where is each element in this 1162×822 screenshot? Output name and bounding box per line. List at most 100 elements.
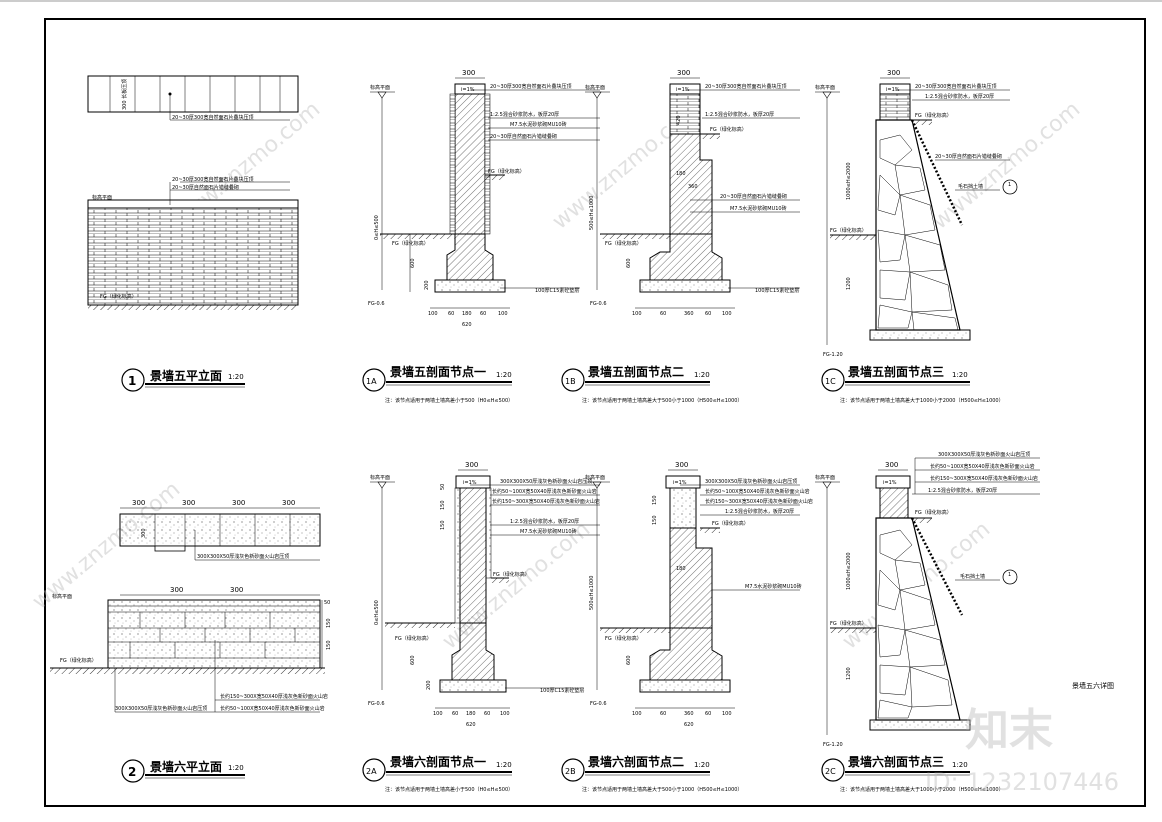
svg-text:20~30厚300宽自然面石片叠块压顶: 20~30厚300宽自然面石片叠块压顶 (490, 83, 571, 90)
svg-text:1:20: 1:20 (952, 371, 968, 379)
svg-text:100: 100 (632, 311, 642, 317)
svg-text:FG（绿化标高）: FG（绿化标高） (915, 112, 952, 119)
detail-badge-2A (362, 758, 386, 782)
svg-text:150: 150 (652, 515, 658, 525)
svg-text:300: 300 (132, 499, 145, 507)
svg-text:1: 1 (128, 374, 136, 388)
svg-text:180: 180 (462, 311, 472, 317)
detail-badge-1B (561, 368, 585, 392)
svg-text:1:2.5混合砂浆防水，板厚20厚: 1:2.5混合砂浆防水，板厚20厚 (490, 111, 559, 118)
svg-text:FG（绿化标高）: FG（绿化标高） (392, 240, 429, 247)
svg-text:1:20: 1:20 (228, 373, 244, 381)
svg-text:300 长板压顶: 300 长板压顶 (121, 79, 128, 110)
svg-text:100厚C15素砼垫层: 100厚C15素砼垫层 (540, 687, 584, 694)
svg-text:20~30厚300宽自然面石片叠块压顶: 20~30厚300宽自然面石片叠块压顶 (172, 114, 253, 121)
svg-text:FG（绿化标高）: FG（绿化标高） (830, 620, 867, 627)
svg-text:20~30厚自然面石片错缝叠砌: 20~30厚自然面石片错缝叠砌 (490, 133, 557, 140)
svg-text:FG（绿化标高）: FG（绿化标高） (605, 240, 642, 247)
svg-text:长约50~100X宽50X40厚浅灰色新砂面火山岩: 长约50~100X宽50X40厚浅灰色新砂面火山岩 (930, 463, 1035, 470)
svg-text:FG-0.6: FG-0.6 (590, 701, 607, 707)
section-2B: 标高平面 500≤H≤1000 300 i=1% 300X300X50厚浅灰色新… (561, 461, 813, 793)
svg-text:60: 60 (660, 311, 666, 317)
svg-text:毛石挡土墙: 毛石挡土墙 (960, 573, 985, 580)
svg-text:100厚C15素砼垫层: 100厚C15素砼垫层 (755, 287, 799, 294)
svg-text:1200: 1200 (846, 277, 852, 290)
svg-text:长约50~100X宽50X40厚浅灰色新砂面火山岩: 长约50~100X宽50X40厚浅灰色新砂面火山岩 (492, 488, 597, 495)
svg-text:20~30厚自然面石片错缝叠砌: 20~30厚自然面石片错缝叠砌 (935, 153, 1002, 160)
svg-text:20~30厚自然面石片错缝叠砌: 20~30厚自然面石片错缝叠砌 (720, 193, 787, 200)
elevation-1: 300 长板压顶 20~30厚300宽自然面石片叠块压顶 20~30厚300宽自… (87, 75, 299, 392)
svg-text:300X300X50厚浅灰色新砂面火山岩压顶: 300X300X50厚浅灰色新砂面火山岩压顶 (197, 553, 289, 560)
svg-text:300: 300 (230, 586, 243, 594)
svg-text:300: 300 (170, 586, 183, 594)
svg-text:FG（绿化标高）: FG（绿化标高） (493, 571, 530, 578)
svg-text:FG-0.6: FG-0.6 (368, 701, 385, 707)
svg-text:标高平面: 标高平面 (92, 194, 112, 201)
svg-text:i=1%: i=1% (463, 480, 477, 486)
detail-badge-2 (121, 759, 145, 783)
svg-text:0≤H≤500: 0≤H≤500 (374, 600, 380, 625)
svg-text:200: 200 (424, 280, 430, 290)
svg-text:注：该节点适用于两墙土墙高差大于500小于1000（H500: 注：该节点适用于两墙土墙高差大于500小于1000（H500≤H≤1000） (582, 786, 742, 793)
svg-text:300: 300 (182, 499, 195, 507)
svg-text:M7.5水泥砂浆砌MU10砖: M7.5水泥砂浆砌MU10砖 (745, 583, 802, 590)
sheet-border (44, 18, 1146, 807)
svg-text:150: 150 (652, 495, 658, 505)
svg-text:360: 360 (684, 311, 694, 317)
svg-text:60: 60 (705, 311, 711, 317)
svg-text:标高平面: 标高平面 (585, 84, 605, 91)
detail-badge-1 (121, 368, 145, 392)
svg-text:100: 100 (498, 311, 508, 317)
svg-text:1:20: 1:20 (694, 371, 710, 379)
svg-text:标高平面: 标高平面 (370, 474, 390, 481)
section-1C: 标高平面 300 i=1% 20~30厚30 (815, 69, 1018, 404)
svg-text:1000≤H≤2000: 1000≤H≤2000 (846, 552, 852, 590)
svg-text:150: 150 (440, 520, 446, 530)
svg-text:2C: 2C (825, 767, 836, 776)
svg-text:100: 100 (433, 711, 443, 717)
svg-text:60: 60 (705, 711, 711, 717)
svg-text:2A: 2A (366, 767, 377, 776)
svg-text:420: 420 (676, 115, 682, 125)
watermark-id: ID: 1232107446 (925, 768, 1119, 796)
svg-text:FG（绿化标高）: FG（绿化标高） (710, 126, 747, 133)
svg-text:300: 300 (887, 69, 900, 77)
svg-text:标高平面: 标高平面 (52, 593, 72, 600)
svg-text:50: 50 (324, 600, 330, 606)
svg-text:20~30厚300宽自然面石片叠块压顶: 20~30厚300宽自然面石片叠块压顶 (915, 83, 996, 90)
title-s1A: 景墙五剖面节点一 (390, 364, 486, 379)
title-s2C: 景墙六剖面节点三 (848, 754, 944, 769)
svg-text:300X300X50厚浅灰色新砂面火山岩压顶: 300X300X50厚浅灰色新砂面火山岩压顶 (938, 451, 1030, 458)
title-e2: 景墙六平立面 (150, 759, 222, 774)
svg-text:50: 50 (440, 484, 446, 490)
svg-text:FG-0.6: FG-0.6 (590, 301, 607, 307)
svg-text:600: 600 (410, 655, 416, 665)
svg-text:300: 300 (282, 499, 295, 507)
svg-text:300: 300 (885, 461, 898, 469)
svg-text:1: 1 (1008, 572, 1011, 578)
detail-badge-1C (821, 368, 845, 392)
detail-badge-1A (362, 368, 386, 392)
section-2C: 标高平面 300 i=1% 3 (815, 451, 1040, 793)
svg-text:长约150~300X宽50X40厚浅灰色新砂面火山岩: 长约150~300X宽50X40厚浅灰色新砂面火山岩 (220, 693, 328, 700)
svg-text:1: 1 (1008, 182, 1011, 188)
svg-text:标高平面: 标高平面 (815, 84, 835, 91)
svg-text:FG（绿化标高）: FG（绿化标高） (605, 635, 642, 642)
svg-text:0≤H≤500: 0≤H≤500 (374, 215, 380, 240)
svg-text:1:20: 1:20 (228, 764, 244, 772)
svg-text:M7.5水泥砂浆砌MU10砖: M7.5水泥砂浆砌MU10砖 (510, 121, 567, 128)
svg-text:300: 300 (465, 461, 478, 469)
title-s2A: 景墙六剖面节点一 (390, 754, 486, 769)
svg-text:1:20: 1:20 (952, 761, 968, 769)
svg-text:FG（绿化标高）: FG（绿化标高） (712, 520, 749, 527)
svg-text:180: 180 (676, 566, 686, 572)
svg-text:长约150~300X宽50X40厚浅灰色新砂面火山岩: 长约150~300X宽50X40厚浅灰色新砂面火山岩 (930, 475, 1038, 482)
svg-text:100: 100 (722, 311, 732, 317)
svg-text:标高平面: 标高平面 (370, 84, 390, 91)
svg-text:200: 200 (426, 680, 432, 690)
detail-badge-2B (561, 758, 585, 782)
svg-text:长约50~100X宽50X40厚浅灰色新砂面火山岩: 长约50~100X宽50X40厚浅灰色新砂面火山岩 (705, 488, 810, 495)
section-2A: 标高平面 0≤H≤500 300 i=1% 300X300X50厚浅灰色新砂面火… (362, 461, 600, 793)
svg-text:1:20: 1:20 (496, 761, 512, 769)
svg-text:100厚C15素砼垫层: 100厚C15素砼垫层 (535, 287, 579, 294)
